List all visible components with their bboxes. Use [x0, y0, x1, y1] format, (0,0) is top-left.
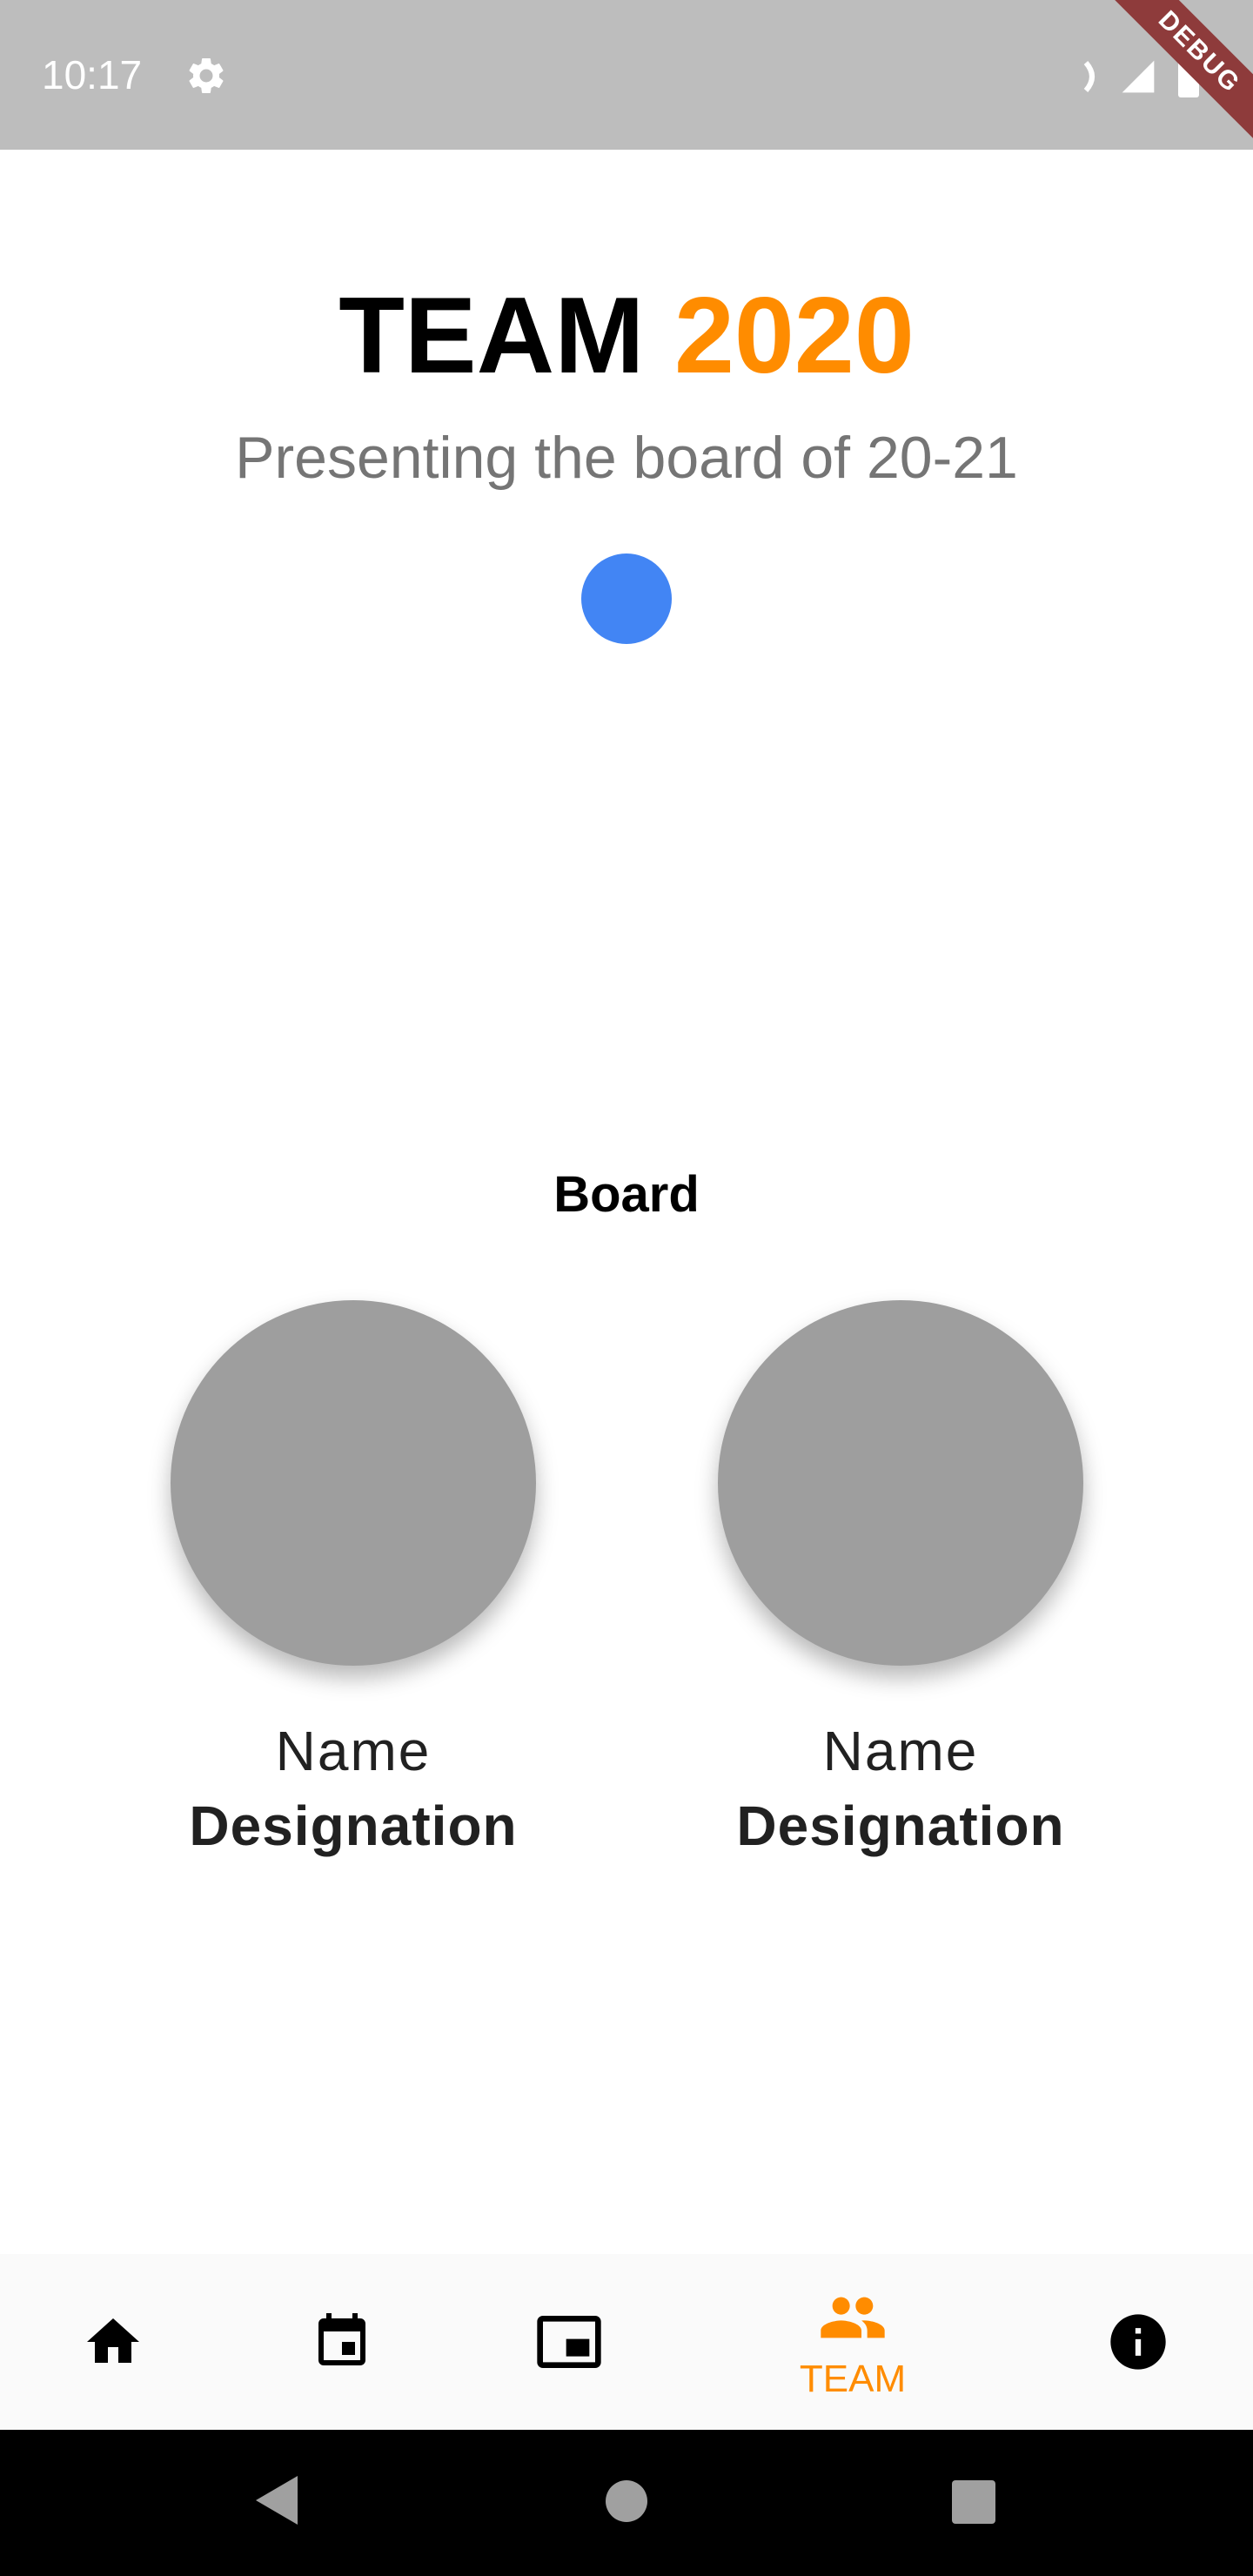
- page-title: TEAM 2020: [0, 275, 1253, 397]
- avatar[interactable]: [171, 1300, 536, 1666]
- system-navigation-bar: [0, 2430, 1253, 2576]
- team-icon: [821, 2297, 885, 2338]
- member-name: Name: [822, 1720, 979, 1782]
- gear-icon: [189, 57, 224, 93]
- nav-item-events[interactable]: [281, 2254, 403, 2430]
- board-member-card[interactable]: Name Designation: [171, 1300, 536, 1861]
- loading-indicator: [581, 553, 672, 644]
- member-name: Name: [275, 1720, 432, 1782]
- home-icon: [87, 2318, 139, 2363]
- board-section-label: Board: [553, 1166, 700, 1223]
- member-designation: Designation: [189, 1794, 518, 1857]
- page-subtitle: Presenting the board of 20-21: [235, 425, 1018, 491]
- nav-item-gallery[interactable]: [508, 2254, 630, 2430]
- calendar-icon: [318, 2313, 365, 2365]
- gallery-icon: [537, 2316, 601, 2368]
- home-circle-icon[interactable]: [604, 2479, 649, 2524]
- nav-item-team[interactable]: TEAM: [766, 2254, 940, 2430]
- nav-label-team: TEAM: [799, 2358, 907, 2400]
- title-year: 2020: [673, 276, 915, 396]
- title-prefix: TEAM: [338, 276, 645, 396]
- nav-item-home[interactable]: [52, 2254, 174, 2430]
- status-bar: 10:17 DEBUG: [0, 0, 1253, 179]
- info-icon: [1110, 2314, 1166, 2370]
- board-member-card[interactable]: Name Designation: [718, 1300, 1083, 1861]
- back-icon[interactable]: [252, 2472, 301, 2529]
- bottom-navigation: TEAM: [0, 2254, 1253, 2430]
- avatar[interactable]: [718, 1300, 1083, 1666]
- member-designation: Designation: [736, 1794, 1065, 1857]
- nav-item-info[interactable]: [1077, 2254, 1199, 2430]
- recents-icon[interactable]: [950, 2479, 997, 2526]
- signal-icon: [1122, 60, 1155, 93]
- status-time: 10:17: [42, 52, 143, 97]
- wifi-icon: [1083, 61, 1095, 92]
